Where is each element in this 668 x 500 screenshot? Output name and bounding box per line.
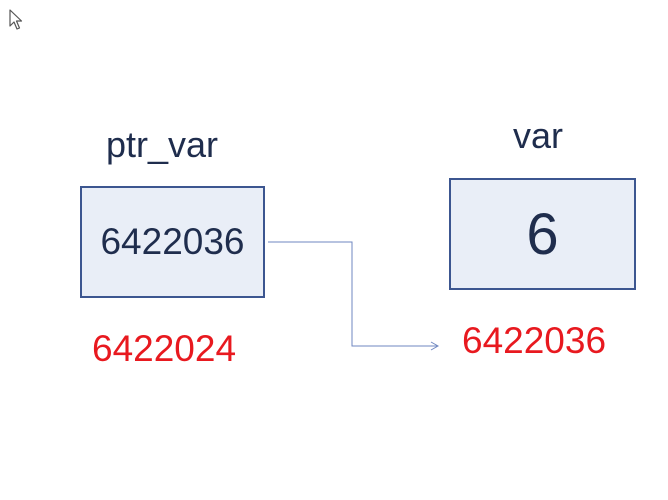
variable-address-label: 6422036 bbox=[462, 320, 607, 361]
variable-value-box: 6 bbox=[449, 178, 636, 290]
mouse-pointer-icon bbox=[9, 9, 23, 30]
variable-value-text: 6 bbox=[526, 201, 559, 267]
pointer-address-label: 6422024 bbox=[92, 328, 237, 369]
pointer-name-label: ptr_var bbox=[106, 124, 219, 165]
pointer-value-text: 6422036 bbox=[100, 221, 245, 262]
pointer-value-box: 6422036 bbox=[80, 186, 265, 298]
variable-name-label: var bbox=[513, 115, 564, 156]
